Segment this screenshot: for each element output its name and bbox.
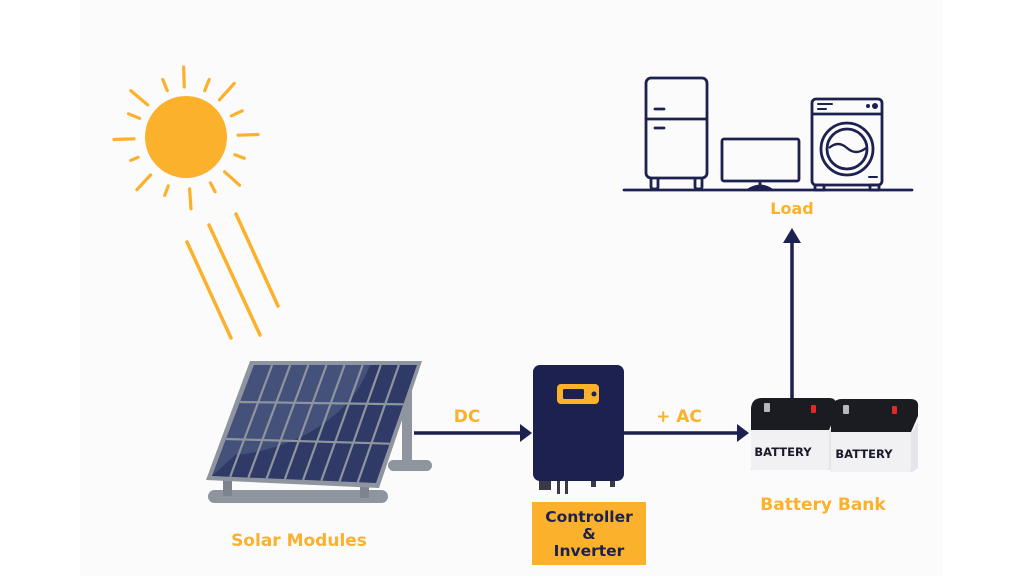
panel-cell-divider [225,437,390,445]
washing-machine-icon [810,97,884,192]
sun-ray [126,112,142,120]
sun-ray [163,184,170,197]
svg-text:Inverter: Inverter [554,542,625,560]
sunlight-beams-icon [185,212,280,340]
panel-cell-divider [356,364,400,483]
panel-cell-divider [283,364,328,480]
solar-panel-icon [206,361,432,503]
monitor-icon [720,137,801,192]
panel-cell-divider [302,364,346,481]
panel-cell-divider [265,364,310,479]
panel-cell-divider [247,364,292,478]
ac-flow-arrow [624,424,749,442]
inverter-icon [533,365,624,494]
panel-cell-divider [239,400,404,406]
battery-icon: BATTERY [751,398,837,470]
battery-label-1: BATTERY [754,445,812,459]
controller-inverter-label: Controller & Inverter [532,502,646,565]
sun-ray [217,81,236,102]
sun-ray [129,155,140,162]
svg-text:Controller: Controller [545,508,633,526]
sun-ray [182,65,186,89]
battery-icon: BATTERY [831,399,919,472]
battery-label-2: BATTERY [835,447,893,461]
sun-ray [112,137,136,142]
sun-ray [135,173,153,192]
refrigerator-icon [644,76,709,191]
svg-text:&: & [582,525,596,543]
sun-ray [208,181,217,194]
panel-cell-divider [338,364,382,482]
sun-ray [129,89,150,107]
sun-ray [161,77,169,93]
dc-flow-arrow [414,424,532,442]
sun-ray [236,132,260,137]
dc-label: DC [454,407,481,427]
panel-cell-divider [320,364,364,482]
sun-ray [203,77,211,93]
sun-ray [229,109,244,118]
sun-ray [188,187,193,211]
ac-label: + AC [656,407,702,427]
sun-ray [223,170,242,187]
load-label: Load [770,199,813,218]
solar-modules-label: Solar Modules [231,531,367,551]
load-flow-arrow [783,228,801,400]
battery-bank-label: Battery Bank [760,495,886,515]
load-appliances [622,76,914,192]
panel-cell-divider [229,364,274,478]
sun-icon [112,65,260,211]
sun-ray [233,153,246,160]
